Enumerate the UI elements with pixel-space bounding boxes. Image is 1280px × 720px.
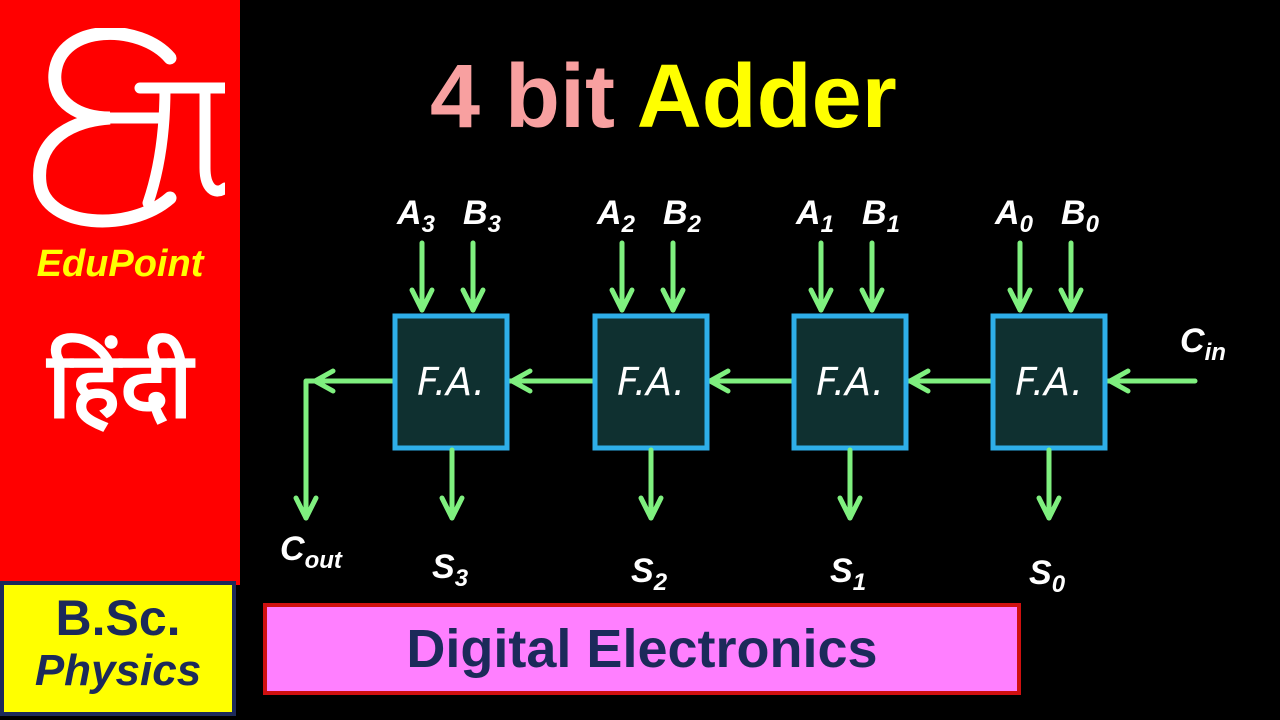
input-a-label: A2 [596,194,636,238]
input-b-label: B2 [663,194,702,238]
edupoint-logo-icon [33,28,225,228]
language-label: हिंदी [47,332,193,439]
carry-chain [293,368,1198,521]
title-part-1: 4 bit [430,47,616,147]
input-b-label: B3 [463,194,502,238]
title-part-2: Adder [636,47,897,147]
input-b-label: B1 [862,194,900,238]
input-b-arrow [460,240,486,313]
input-a-arrow [808,240,834,313]
input-b-arrow [1058,240,1084,313]
full-adder-label: F.A. [816,360,884,404]
full-adder-label: F.A. [417,360,485,404]
input-a-arrow [609,240,635,313]
full-adder-block [791,313,909,451]
input-a-label: A0 [994,194,1034,238]
input-b-arrow [660,240,686,313]
sum-arrow [638,447,664,521]
full-adder-label: F.A. [617,360,685,404]
course-badge: B.Sc. Physics [0,581,236,716]
sum-label: S2 [631,552,668,596]
course-line-2: Physics [34,646,202,695]
sum-arrow [837,447,863,521]
sum-arrow [1036,447,1062,521]
input-a-arrow [409,240,435,313]
input-b-arrow [859,240,885,313]
carry-in-label: Cin [1180,322,1226,366]
sum-arrow [439,447,465,521]
full-adder-block [990,313,1108,451]
input-b-label: B0 [1061,194,1100,238]
input-a-label: A1 [795,194,834,238]
full-adder-label: F.A. [1015,360,1083,404]
sidebar: EduPoint हिंदी [0,0,240,585]
sum-label: S3 [432,548,469,592]
sum-label: S0 [1029,554,1066,598]
brand-name: EduPoint [36,243,204,285]
carry-out-label: Cout [280,530,343,574]
input-a-arrow [1007,240,1033,313]
subject-banner: Digital Electronics [263,603,1021,695]
input-a-label: A3 [396,194,436,238]
sum-label: S1 [830,552,866,596]
subject-label: Digital Electronics [406,619,878,679]
course-line-1: B.Sc. [55,590,181,646]
full-adder-block [592,313,710,451]
page-title: 4 bit Adder [430,52,897,142]
